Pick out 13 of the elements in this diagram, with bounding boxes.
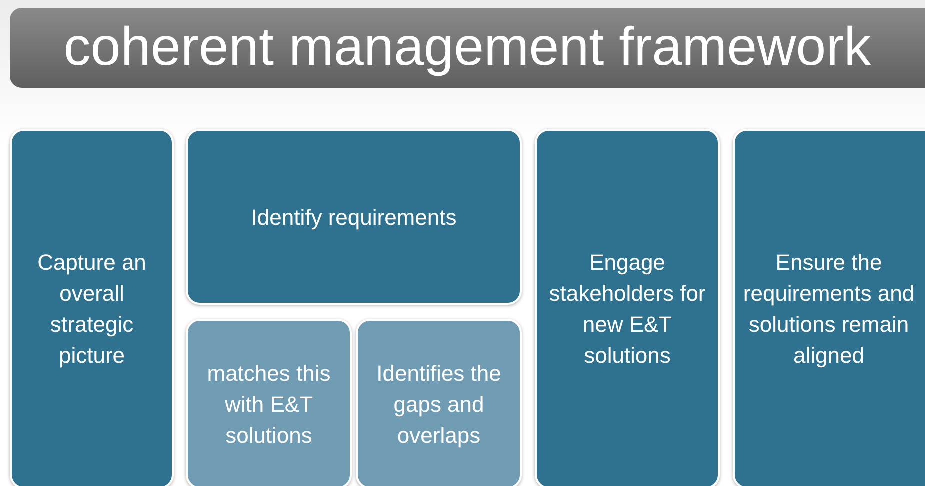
box-label: Identify requirements — [251, 204, 457, 232]
box-label: matches this with E&T solutions — [206, 360, 332, 450]
process-box — [535, 129, 720, 486]
process-box — [186, 129, 522, 305]
box-label: Capture an overall strategic picture — [36, 249, 148, 370]
box-label: Engage stakeholders for new E&T solutions — [548, 249, 707, 370]
box-label: Identifies the gaps and overlaps — [376, 360, 502, 450]
title-banner: coherent management framework — [10, 8, 925, 88]
process-box — [733, 129, 925, 486]
process-box — [186, 319, 352, 486]
process-box — [356, 319, 522, 486]
box-label: Ensure the requirements and solutions remain aligned — [742, 249, 916, 370]
process-box — [10, 129, 174, 486]
